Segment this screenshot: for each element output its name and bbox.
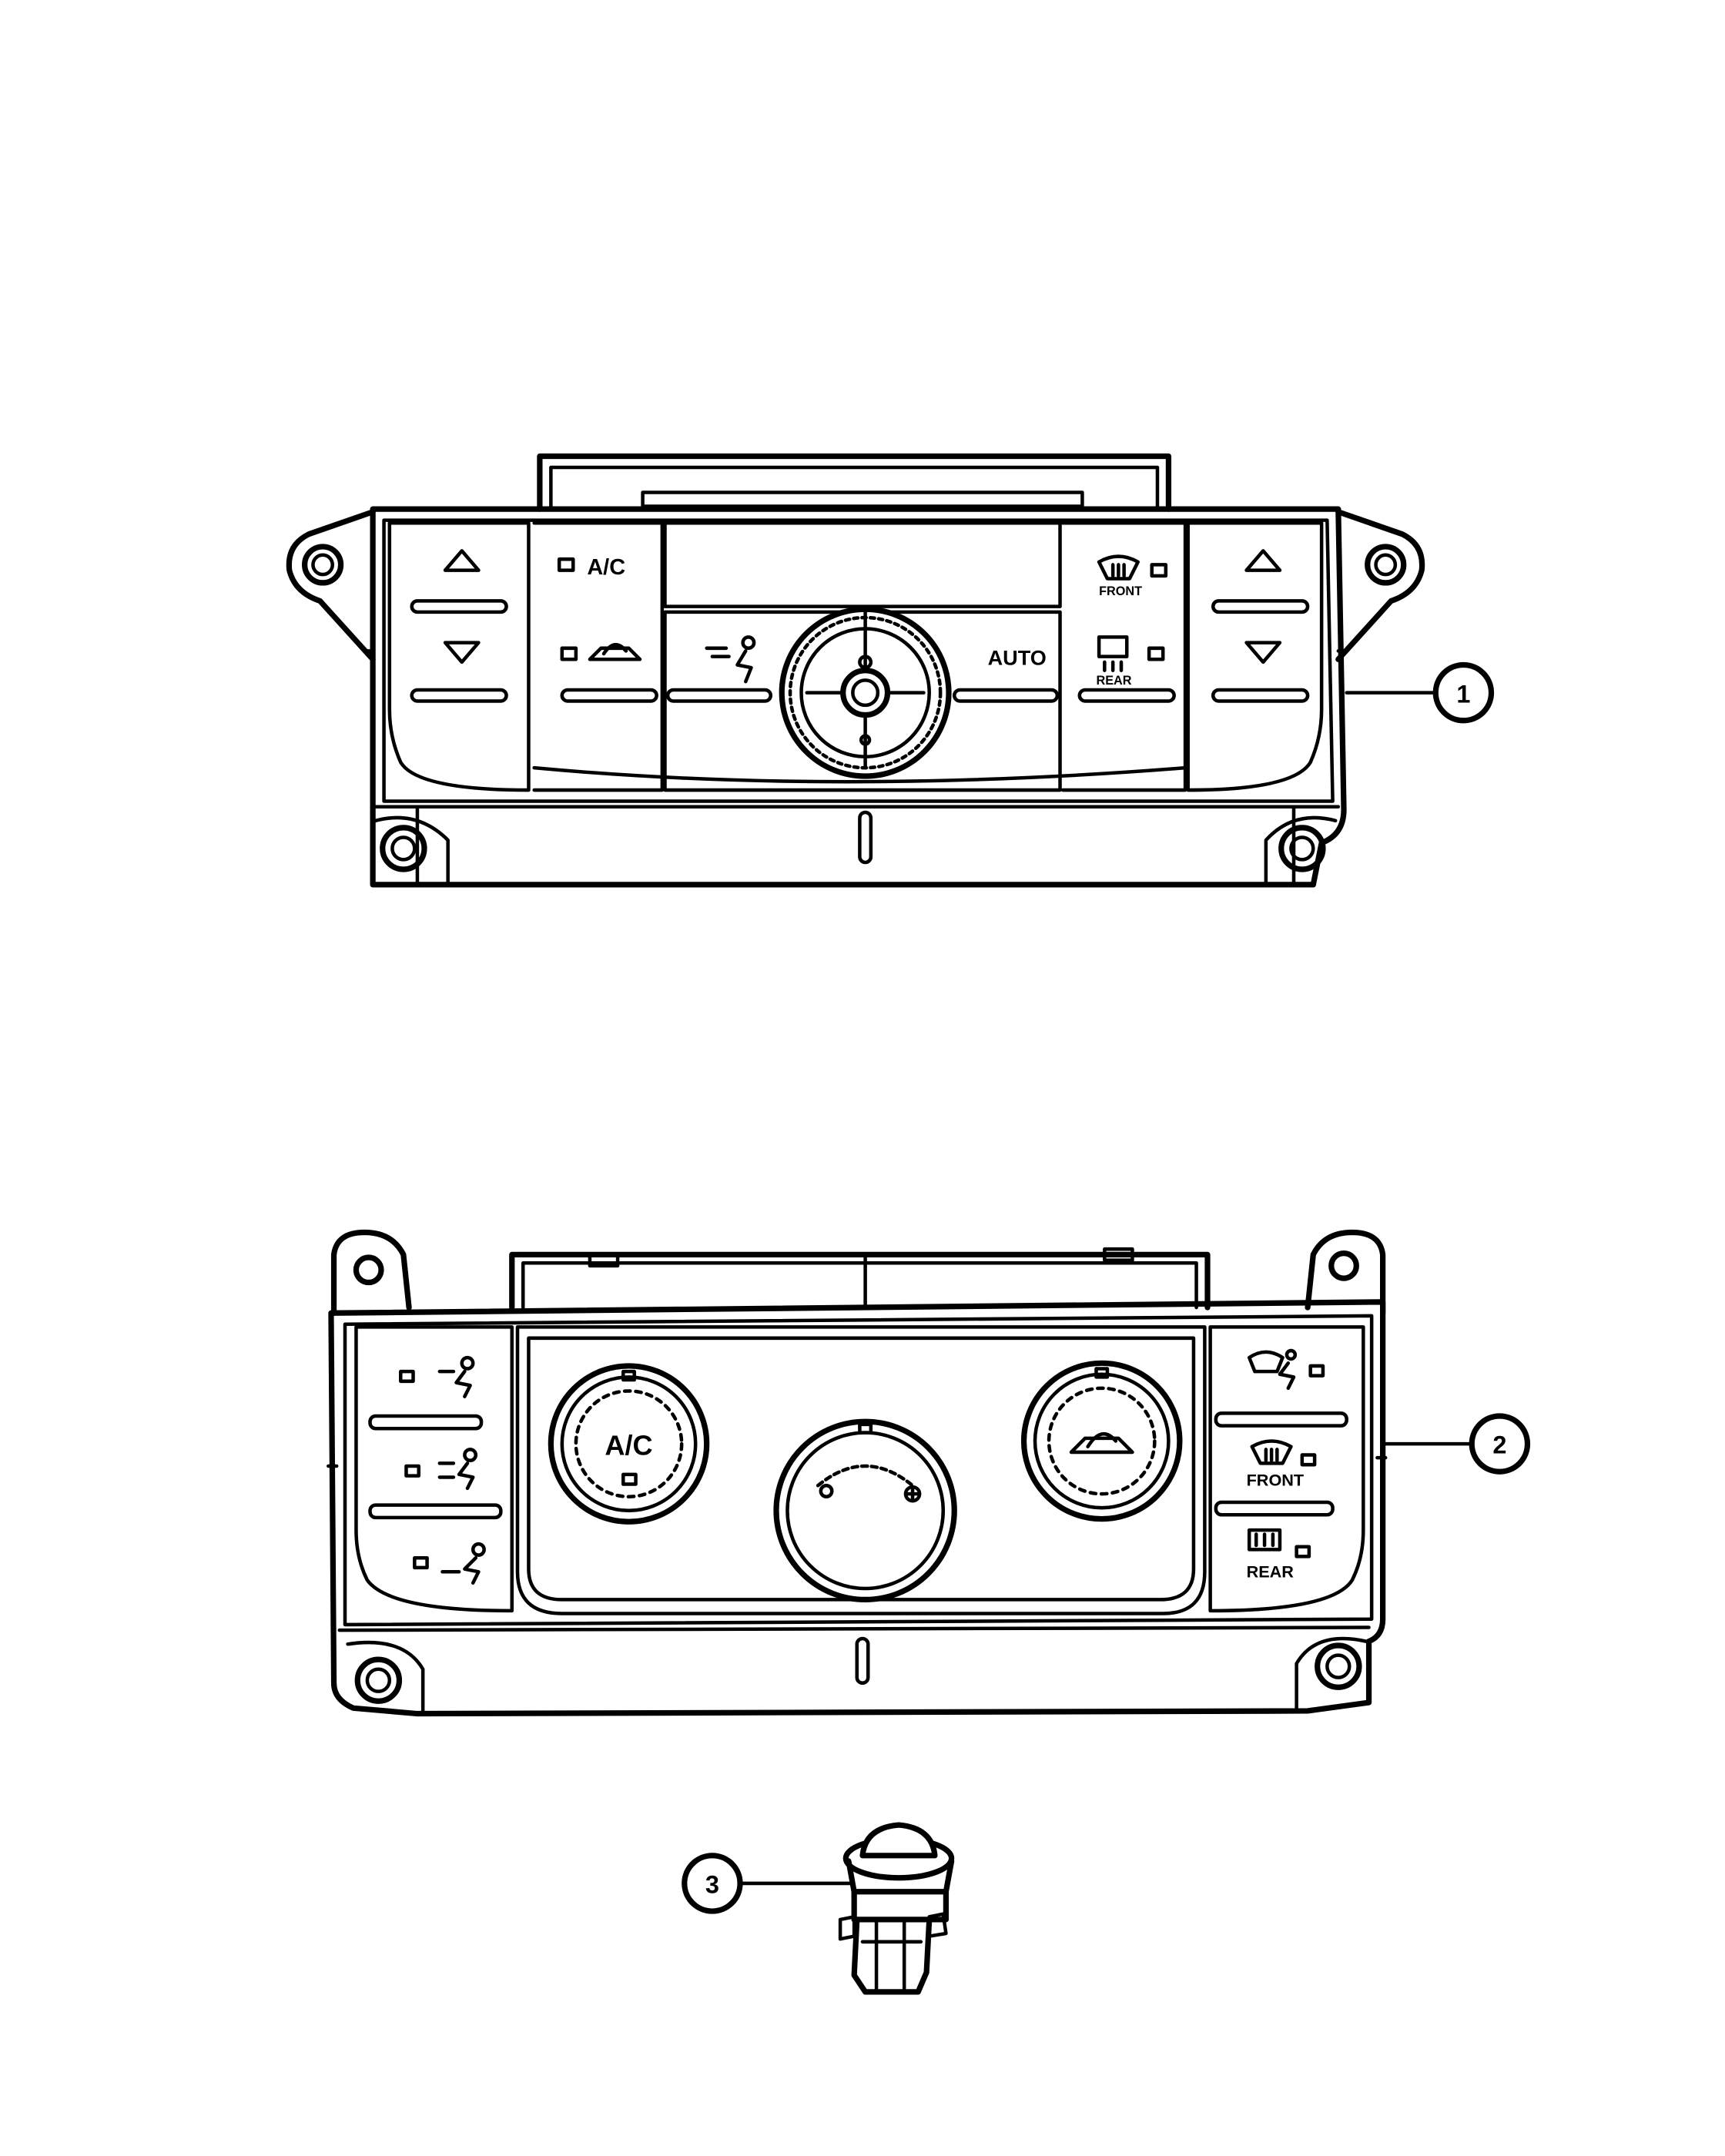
bilevel-mode-button[interactable]	[404, 1448, 478, 1491]
temp-up-right-icon[interactable]	[1244, 549, 1282, 572]
recirculation-button[interactable]	[560, 643, 642, 661]
airflow-mode-button[interactable]	[705, 635, 756, 684]
fan-icon	[903, 1485, 922, 1503]
front-defrost-button[interactable]: FRONT	[1097, 554, 1168, 599]
temp-down-right-icon[interactable]	[1244, 641, 1282, 665]
rear-defrost-button[interactable]: REAR	[1096, 635, 1165, 688]
recirculation-car-icon	[588, 643, 642, 661]
floor-mode-button[interactable]	[413, 1542, 486, 1585]
ac-label: A/C	[587, 555, 625, 580]
rear-defrost-button[interactable]: REAR	[1247, 1528, 1311, 1582]
windshield-defrost-icon	[1247, 1348, 1298, 1391]
mounting-ear-right	[1335, 509, 1425, 662]
fan-speed-knob[interactable]	[779, 606, 952, 779]
ac-button[interactable]: A/C	[557, 555, 625, 580]
callout-number: 3	[705, 1871, 719, 1899]
auto-label: AUTO	[988, 645, 1047, 669]
sensor-part-3	[838, 1822, 955, 1995]
auto-button[interactable]: AUTO	[988, 645, 1047, 669]
airflow-mode-person-icon	[440, 1542, 486, 1585]
panel-vent-mode-button[interactable]	[399, 1355, 475, 1398]
recirculation-car-icon	[1069, 1432, 1134, 1455]
climate-control-unit-1: A/C	[286, 453, 1425, 888]
temp-up-left-icon[interactable]	[443, 549, 481, 572]
ac-temperature-knob[interactable]: A/C	[548, 1363, 710, 1525]
rear-defrost-label: REAR	[1247, 1562, 1295, 1582]
recirculation-temperature-knob[interactable]	[1020, 1360, 1183, 1522]
rear-window-defrost-icon	[1247, 1528, 1282, 1552]
front-defrost-label: FRONT	[1099, 584, 1142, 598]
fan-speed-knob[interactable]	[773, 1418, 957, 1603]
mounting-hole-bottom-left	[346, 1640, 425, 1716]
climate-control-unit-2: A/C	[327, 1229, 1388, 1717]
mounting-hole-bottom-right	[1295, 1636, 1368, 1713]
airflow-mode-person-icon	[437, 1448, 478, 1491]
callout-2: 2	[1383, 1413, 1531, 1475]
windshield-defrost-icon	[1097, 554, 1140, 581]
airflow-mode-person-icon	[437, 1355, 475, 1398]
windshield-defrost-icon	[1250, 1439, 1293, 1465]
callout-1: 1	[1345, 661, 1495, 724]
front-defrost-label: FRONT	[1247, 1470, 1305, 1489]
mounting-hole-bottom-right	[1264, 815, 1338, 887]
rear-window-defrost-icon	[1097, 635, 1129, 672]
rear-defrost-label: REAR	[1096, 674, 1131, 688]
mounting-ear-left	[286, 509, 376, 662]
front-defrost-airflow-button[interactable]	[1247, 1348, 1325, 1391]
ac-knob-label: A/C	[605, 1430, 652, 1461]
mounting-hole-bottom-left	[373, 815, 450, 887]
callout-3: 3	[682, 1853, 853, 1914]
callout-number: 1	[1456, 680, 1470, 708]
airflow-mode-person-icon	[705, 635, 756, 684]
mounting-ear-top-left	[330, 1229, 412, 1316]
fan-icon	[858, 654, 873, 670]
mounting-ear-top-right	[1305, 1229, 1386, 1316]
front-defrost-button[interactable]: FRONT	[1247, 1439, 1317, 1489]
callout-number: 2	[1492, 1431, 1506, 1459]
temp-down-left-icon[interactable]	[443, 641, 481, 665]
